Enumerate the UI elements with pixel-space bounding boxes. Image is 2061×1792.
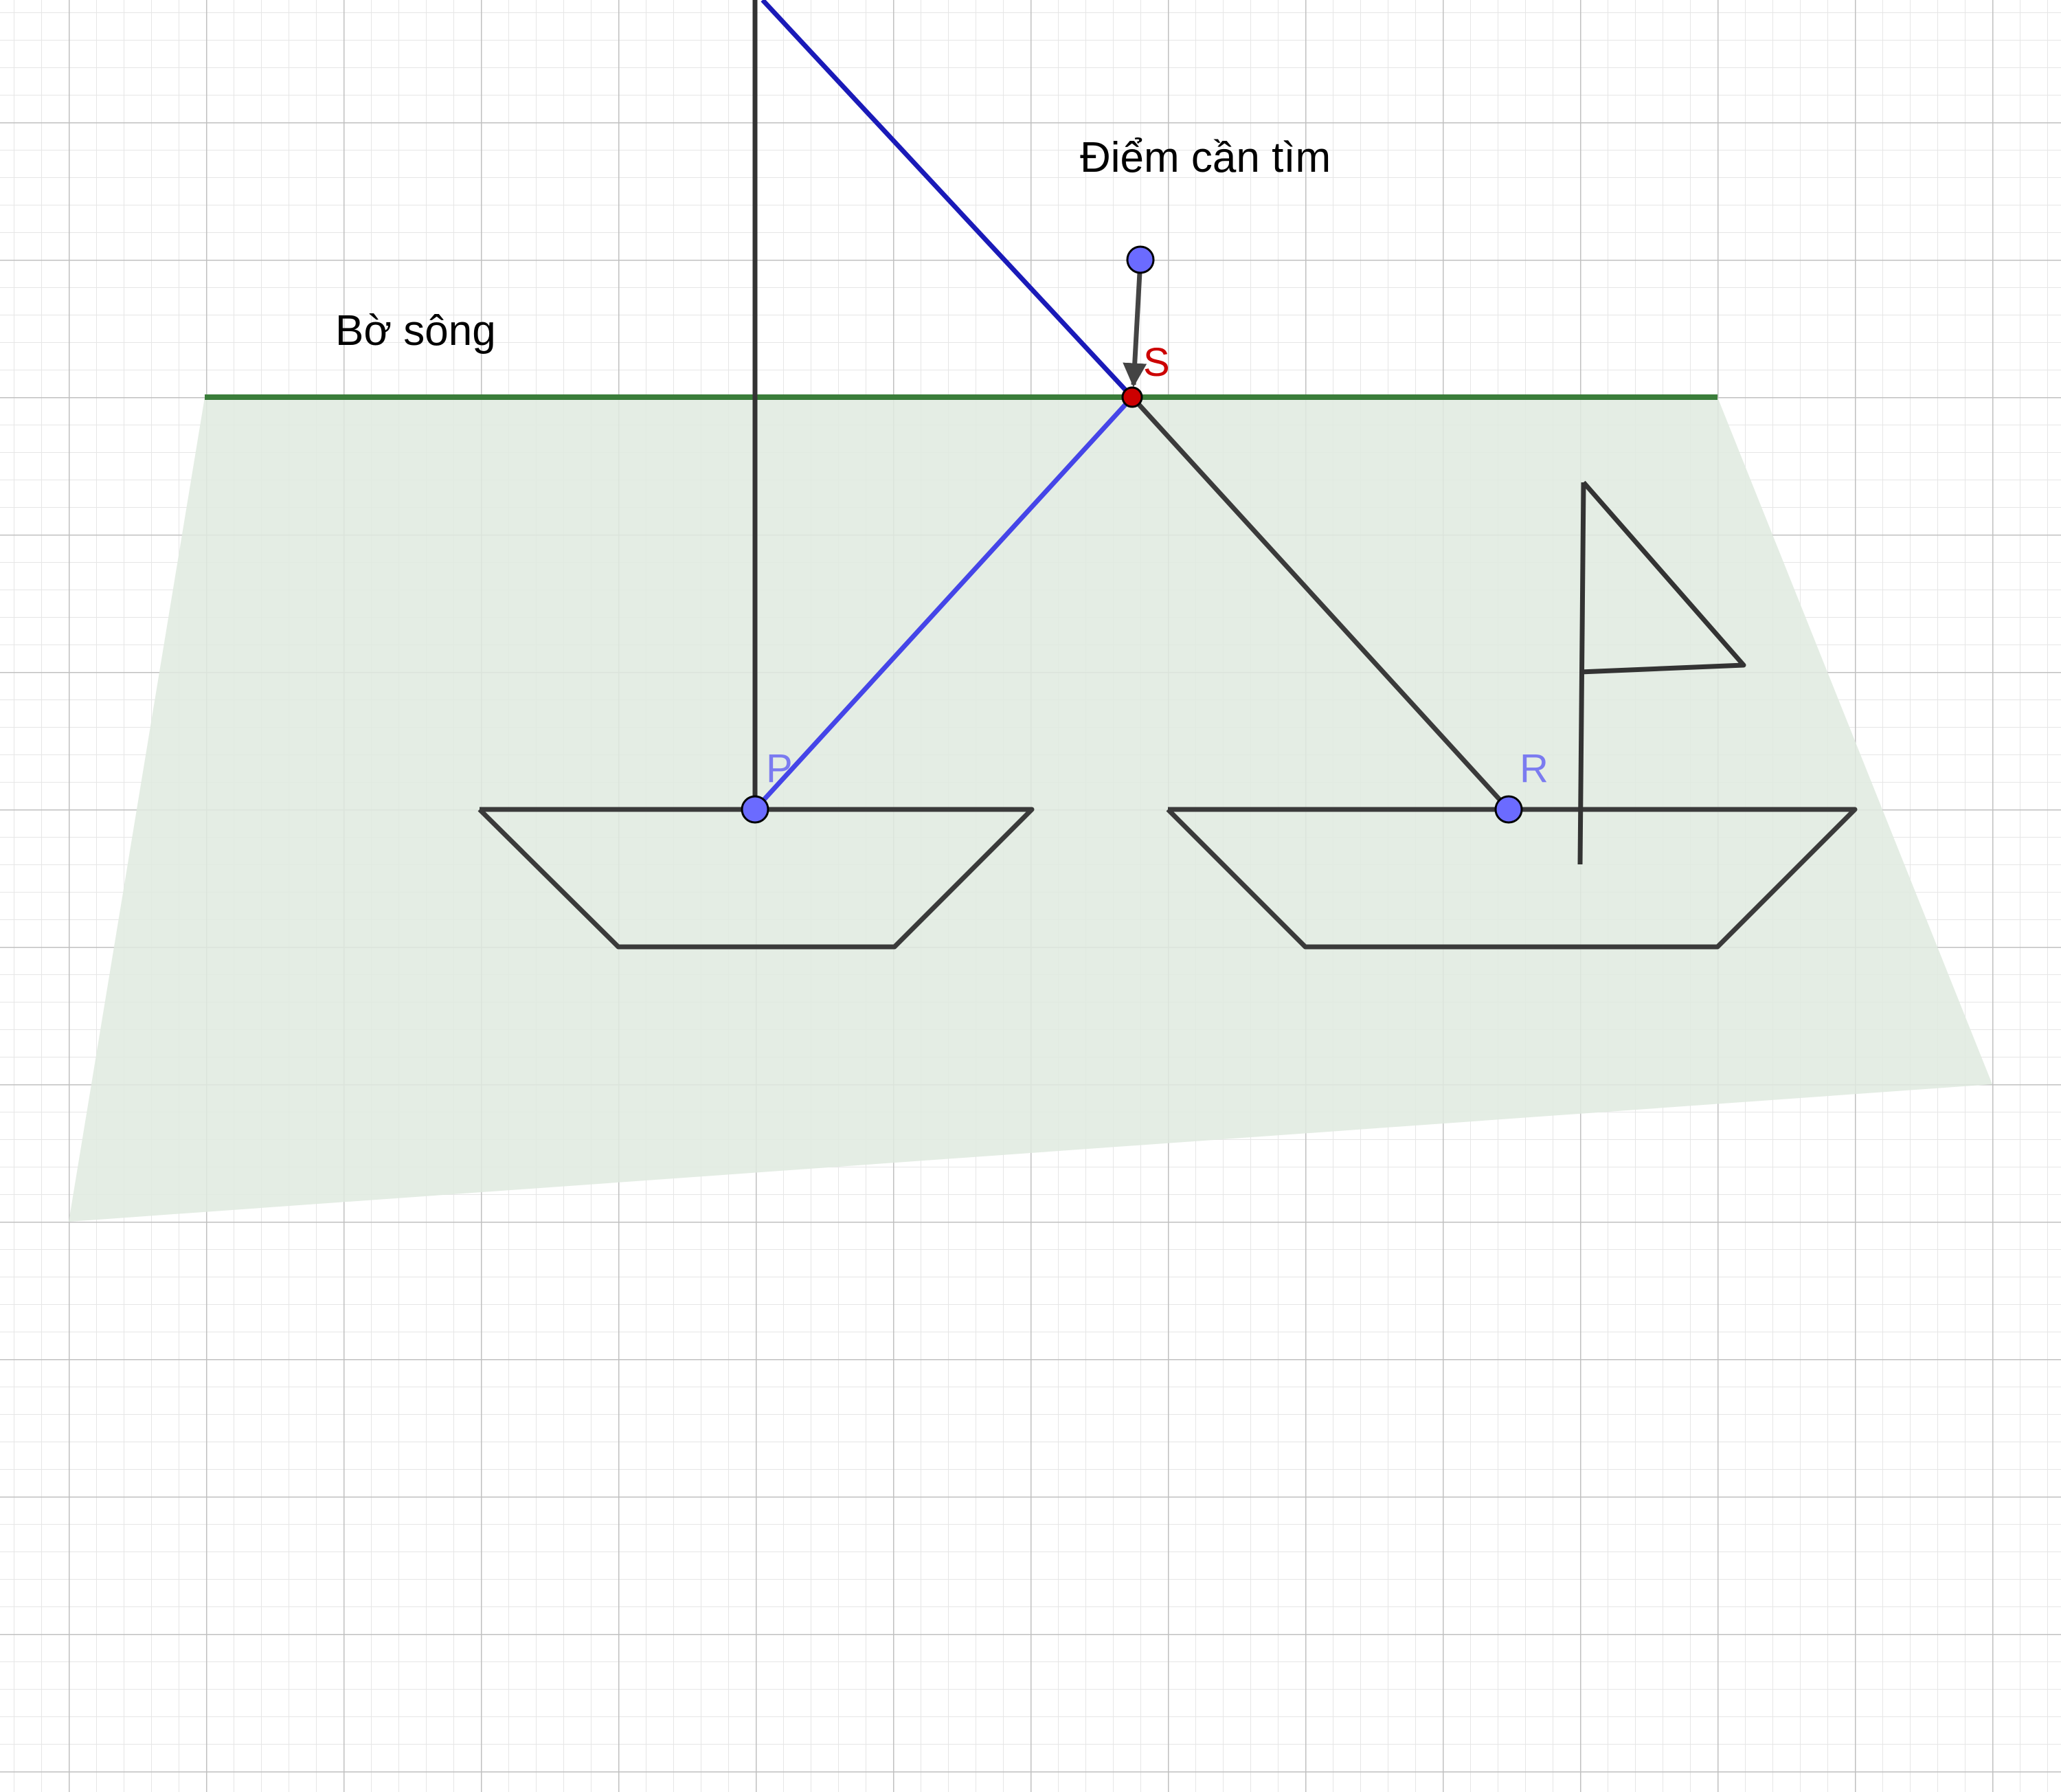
target-arrow-icon[interactable] <box>1123 259 1147 388</box>
riverbank-label: Bờ sông <box>335 307 496 355</box>
point-r[interactable] <box>1494 795 1523 824</box>
point-s[interactable] <box>1121 386 1143 408</box>
right-boat-flag[interactable] <box>1579 480 1746 675</box>
target-handle-point[interactable] <box>1126 245 1155 274</box>
right-boat-hull[interactable] <box>1166 807 1858 950</box>
point-p-label: P <box>766 746 793 791</box>
ray-s-to-r[interactable] <box>1130 395 1511 811</box>
point-p[interactable] <box>741 795 769 824</box>
target-point-label: Điểm cần tìm <box>1080 134 1331 181</box>
reflected-ray-line[interactable] <box>761 0 1134 399</box>
point-r-label: R <box>1520 746 1548 791</box>
left-boat-hull[interactable] <box>477 807 1035 950</box>
point-s-label: S <box>1143 340 1170 385</box>
ray-p-to-s[interactable] <box>753 395 1134 811</box>
